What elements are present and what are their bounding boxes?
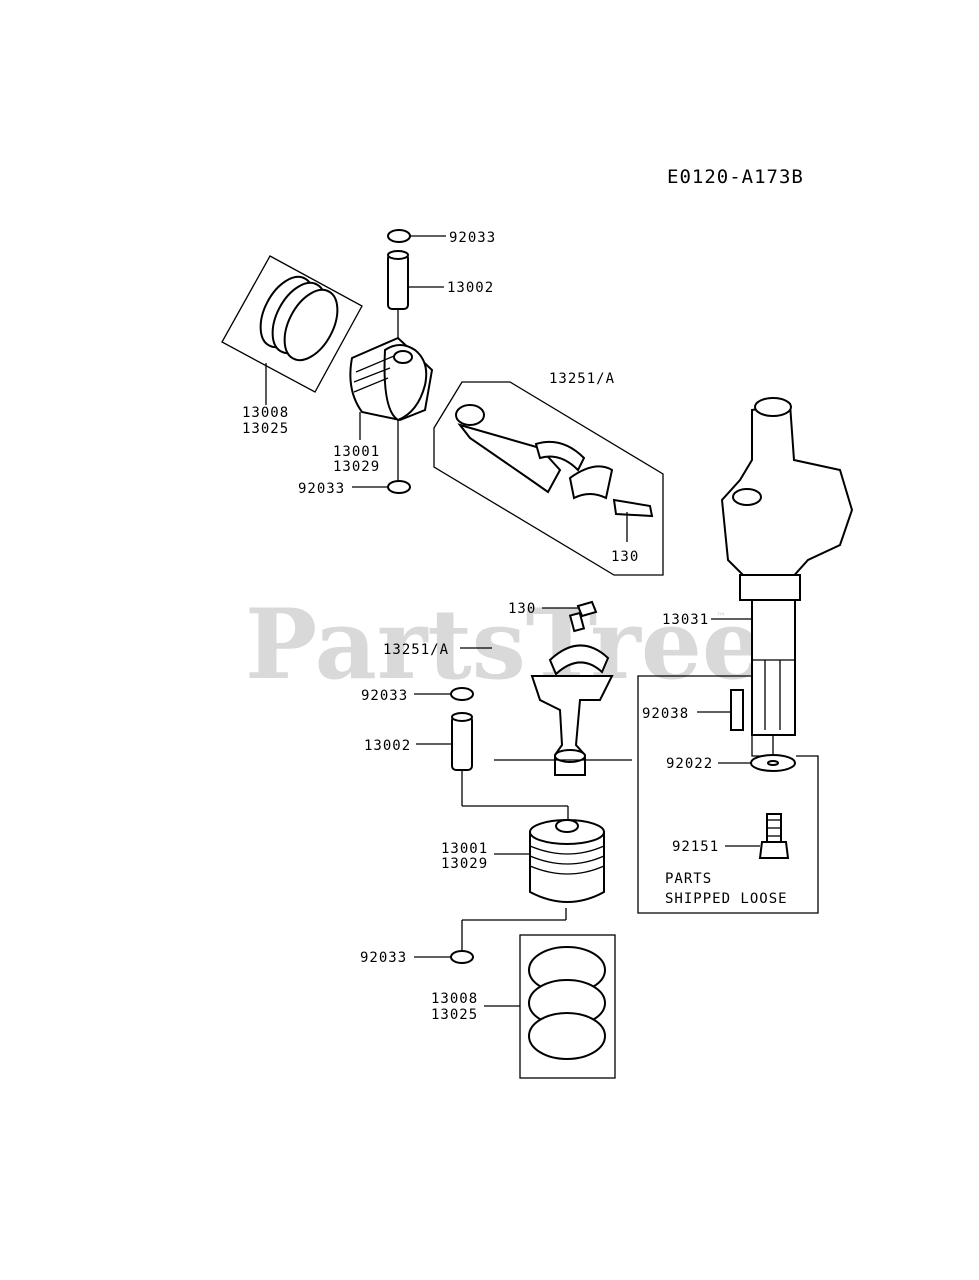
label-13002-upper[interactable]: 13002 [447,280,494,296]
label-13025-lower[interactable]: 13025 [431,1007,478,1023]
label-13029-upper[interactable]: 13029 [333,459,380,475]
label-13251a-lower[interactable]: 13251/A [383,642,449,658]
label-13001-upper[interactable]: 13001 [333,444,380,460]
watermark: PartsTree [245,588,763,701]
diagram-code: E0120-A173B [667,166,804,188]
label-13029-lower[interactable]: 13029 [441,856,488,872]
label-92151[interactable]: 92151 [672,839,719,855]
washer-92022[interactable] [718,735,796,772]
circlip-top-lower[interactable] [414,687,474,701]
piston-lower[interactable] [461,819,605,950]
label-92038[interactable]: 92038 [642,706,689,722]
piston-rings-lower[interactable] [484,934,616,1079]
bolt-lower[interactable] [542,600,598,633]
watermark-trademark: ™ [716,612,726,623]
label-13031[interactable]: 13031 [662,612,709,628]
label-130-lower[interactable]: 130 [508,601,536,617]
piston-pin-upper[interactable] [387,250,444,310]
label-92033-upper-top[interactable]: 92033 [449,230,496,246]
bolt-92151[interactable] [725,813,790,859]
label-13001-lower[interactable]: 13001 [441,841,488,857]
connecting-rod-upper[interactable] [433,381,664,576]
label-13025-upper[interactable]: 13025 [242,421,289,437]
shipped-loose-line2: SHIPPED LOOSE [665,891,788,907]
circlip-bottom-upper[interactable] [352,420,411,494]
circlip-bottom-lower[interactable] [414,950,474,964]
label-13002-lower[interactable]: 13002 [364,738,411,754]
label-92033-lower-bottom[interactable]: 92033 [360,950,407,966]
crankshaft[interactable] [711,397,854,736]
piston-rings-upper[interactable] [221,255,363,405]
key-92038[interactable] [697,689,744,731]
label-92033-upper-bottom[interactable]: 92033 [298,481,345,497]
piston-upper[interactable] [349,309,434,440]
connecting-rod-lower[interactable] [460,644,614,776]
label-13008-upper[interactable]: 13008 [242,405,289,421]
circlip-top-upper[interactable] [387,229,446,243]
piston-pin-lower[interactable] [416,712,569,822]
label-13008-lower[interactable]: 13008 [431,991,478,1007]
label-130-upper[interactable]: 130 [611,549,639,565]
shipped-loose-line1: PARTS [665,871,712,887]
label-92033-lower-top[interactable]: 92033 [361,688,408,704]
label-13251a-upper[interactable]: 13251/A [549,371,615,387]
label-92022[interactable]: 92022 [666,756,713,772]
